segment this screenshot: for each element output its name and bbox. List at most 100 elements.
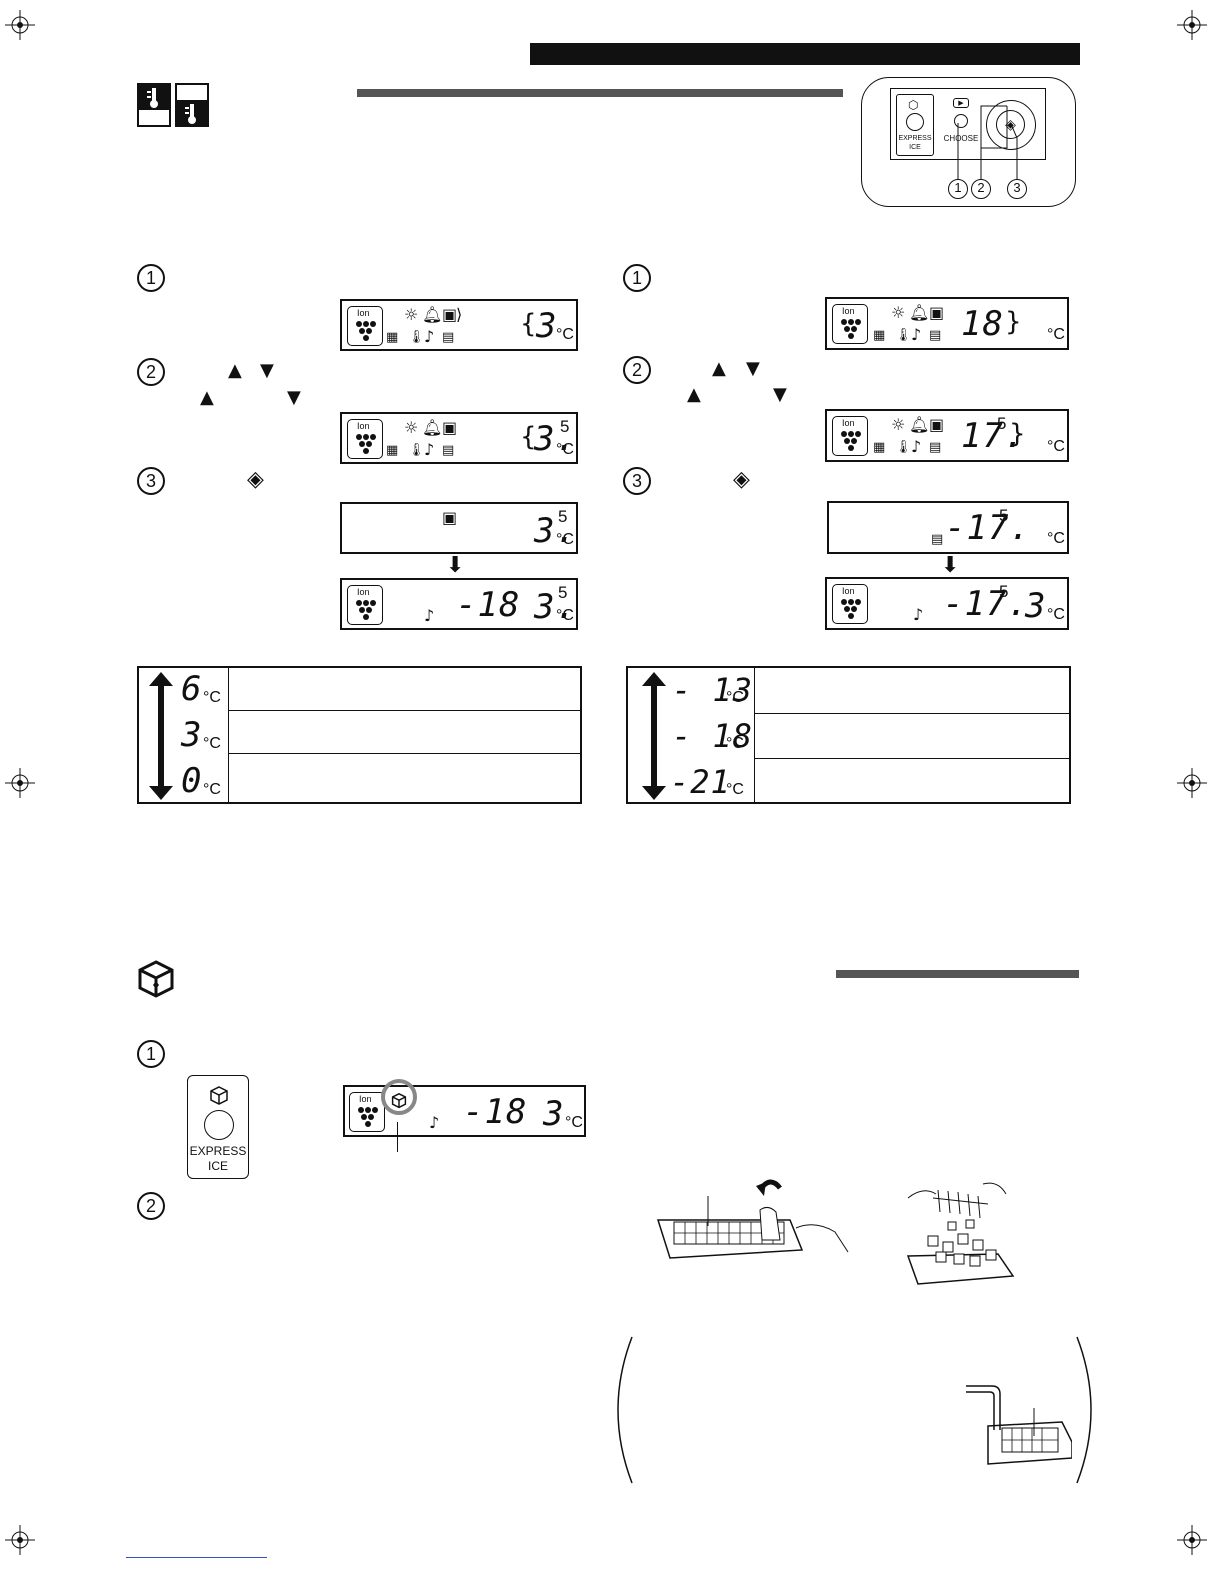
note-icon: ♪ xyxy=(424,606,435,625)
range-value: - 13 xyxy=(672,671,754,709)
lcd-fridge-value: 3 xyxy=(1025,586,1047,626)
lcd-display: Ion ☼ 🔔︎ ▣ ▦ 🌡︎ ♪ ▤ { 3. 5 °C xyxy=(340,412,578,464)
grape-ion-icon: Ion xyxy=(832,304,868,344)
lcd-unit: °C xyxy=(556,607,574,624)
range-arrow-icon xyxy=(642,672,666,800)
set-icon: ◈ xyxy=(247,467,264,492)
callout-3: 3 xyxy=(1007,179,1027,199)
range-unit: °C xyxy=(203,735,221,752)
callout-2: 2 xyxy=(971,179,991,199)
range-unit: °C xyxy=(203,689,221,706)
lcd-unit: °C xyxy=(1047,530,1065,547)
lcd-temp-decimal: 5 xyxy=(999,506,1009,525)
choose-label: CHOOSE xyxy=(943,134,979,143)
grape-ion-icon: Ion xyxy=(832,584,868,624)
down-arrow-icon: ▼ xyxy=(287,387,301,408)
note-icon: ♪ xyxy=(913,605,924,624)
fridge-select-icon: ▣ xyxy=(929,303,945,322)
play-icon: ▶ xyxy=(953,98,969,108)
registration-mark-icon xyxy=(5,1525,35,1555)
flash-right-icon: } xyxy=(1005,307,1022,337)
step-1: 1 xyxy=(137,264,165,292)
flash-left-icon: { xyxy=(520,422,537,452)
lcd-display: Ion ☼ 🔔︎ ▣ ▦ 🌡︎ ♪ ▤ 17. 5 } °C xyxy=(825,409,1069,462)
highlight-circle xyxy=(381,1079,417,1115)
ice-cube-icon: ⬡ xyxy=(908,98,919,112)
range-unit: °C xyxy=(726,781,744,798)
lcd-temp-decimal: 5 xyxy=(997,414,1007,433)
down-arrow-icon: ▼ xyxy=(260,360,274,381)
footer-rule xyxy=(126,1557,267,1558)
range-scale: 6 °C 3 °C 0 °C xyxy=(137,666,229,804)
lcd-freezer-value: -17. xyxy=(943,584,1029,624)
ice-label: ICE xyxy=(207,1159,228,1173)
step-3: 3 xyxy=(623,467,651,495)
set-dial-inner: ◈ xyxy=(996,110,1025,139)
freezer-select-icon: ▤ xyxy=(929,440,942,455)
range-arrow-icon xyxy=(149,672,173,800)
grape-ion-icon: Ion xyxy=(347,585,383,625)
freezer-range-table: - 13 °C - 18 °C -21 °C xyxy=(626,666,1071,804)
lcd-display: ▣ 3. 5 °C xyxy=(340,502,578,554)
lcd-unit: °C xyxy=(1047,438,1065,455)
ice-tray-twist-illustration xyxy=(656,1179,849,1259)
express-ice-button[interactable]: EXPRESS ICE xyxy=(187,1075,249,1179)
range-unit: °C xyxy=(203,781,221,798)
callout-leaders xyxy=(957,105,1018,179)
note-icon: ♪ xyxy=(429,1113,440,1132)
set-dial[interactable]: ◈ xyxy=(986,100,1036,150)
note-bracket-left xyxy=(617,1336,633,1484)
choose-button[interactable]: ▶ CHOOSE xyxy=(944,98,978,144)
section-rule xyxy=(357,89,843,97)
header-bar xyxy=(530,43,1080,65)
range-desc xyxy=(753,757,1071,804)
grape-ion-icon: Ion xyxy=(347,306,383,346)
lcd-display: Ion ♪ -17. 5 3 °C xyxy=(825,577,1069,630)
thermo-icon: 🌡︎ xyxy=(408,443,425,458)
up-arrow-icon: ▲ xyxy=(200,387,214,408)
note-icon: ♪ xyxy=(424,327,435,346)
lcd-temp-decimal: 5 xyxy=(560,417,570,436)
lcd-temp-value: 18 xyxy=(961,304,1004,344)
set-icon: ◈ xyxy=(733,467,750,492)
grape-ion-icon: Ion xyxy=(347,419,383,459)
range-unit: °C xyxy=(726,689,744,706)
note-icon: ♪ xyxy=(911,437,922,456)
range-desc xyxy=(753,666,1071,714)
lcd-temp-value: 3. xyxy=(534,511,577,551)
down-arrow-icon: ▼ xyxy=(773,384,787,405)
lcd-display: Ion ♪ -18 3 °C xyxy=(343,1079,586,1137)
ice-cube-icon xyxy=(210,1086,228,1105)
lcd-temp-value: -17. xyxy=(945,508,1031,548)
suitcase-icon: ▦ xyxy=(386,443,399,458)
thermo-icon: 🌡︎ xyxy=(408,330,425,345)
lcd-unit: °C xyxy=(556,441,574,458)
express-ice-circle xyxy=(204,1110,234,1140)
lcd-temp-value: 17. xyxy=(961,416,1026,456)
step-2: 2 xyxy=(137,358,165,386)
lcd-temp-decimal: 5 xyxy=(558,507,568,526)
up-arrow-icon: ▲ xyxy=(228,360,242,381)
note-icon: ♪ xyxy=(424,440,435,459)
registration-mark-icon xyxy=(1177,1525,1207,1555)
sun-icon: ☼ xyxy=(404,418,419,437)
lcd-freezer-value: -18 xyxy=(456,585,521,625)
sun-icon: ☼ xyxy=(404,305,419,324)
up-arrow-icon: ▲ xyxy=(712,358,726,379)
step-1: 1 xyxy=(137,1040,165,1068)
range-unit: °C xyxy=(726,735,744,752)
grape-ion-icon: Ion xyxy=(349,1092,385,1132)
panel-inner xyxy=(890,88,1046,160)
lcd-display: Ion ♪ -18 3. 5 °C xyxy=(340,578,578,630)
step-2: 2 xyxy=(623,356,651,384)
range-value: 3 xyxy=(181,715,203,755)
lcd-unit: °C xyxy=(556,326,574,343)
bell-icon: 🔔︎ xyxy=(909,303,930,322)
bell-icon: 🔔︎ xyxy=(422,305,443,324)
thermo-icon: 🌡︎ xyxy=(895,440,912,455)
step-2: 2 xyxy=(137,1192,165,1220)
registration-mark-icon xyxy=(1177,10,1207,40)
range-desc xyxy=(227,666,582,711)
